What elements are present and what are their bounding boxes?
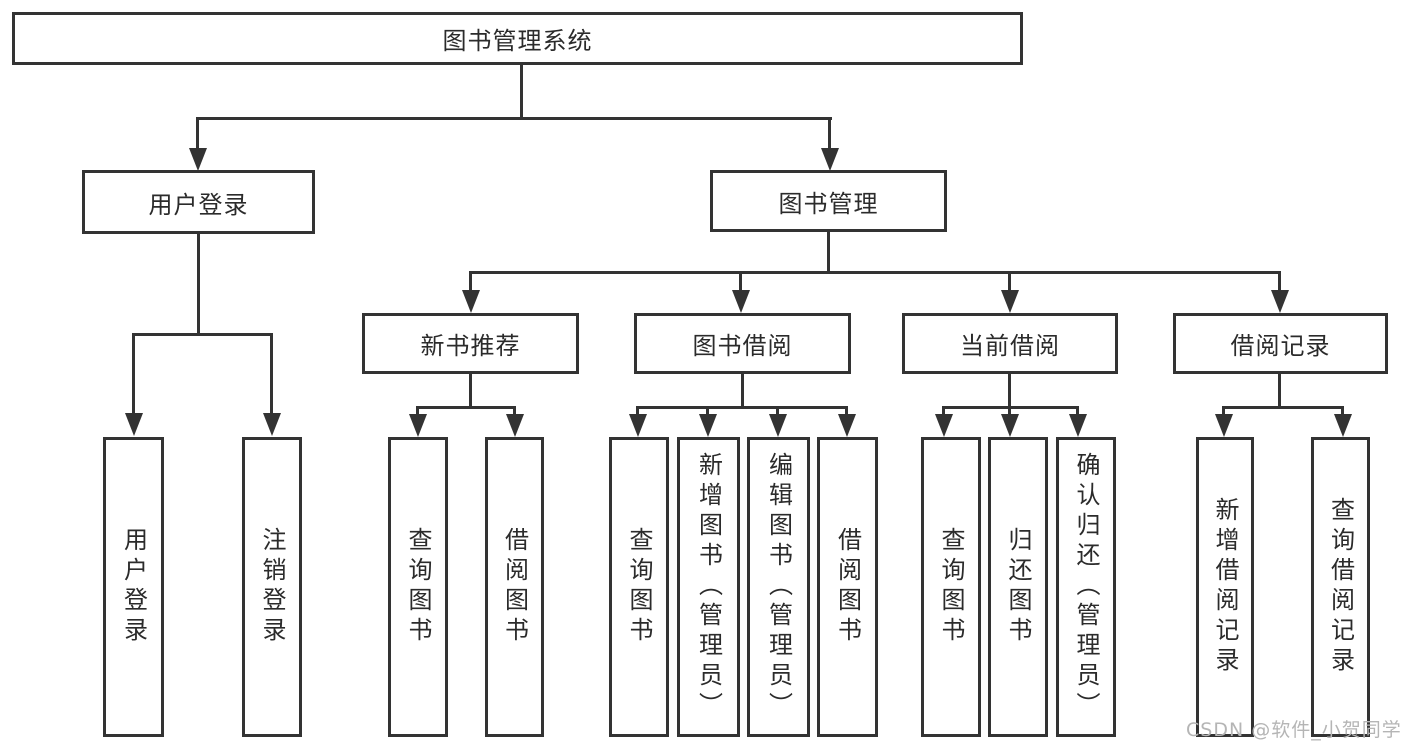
leaf-add-book-admin: 新增图书（管理员）: [677, 437, 740, 737]
connector-line: [132, 333, 273, 336]
connector-arrow-down: [935, 414, 953, 437]
connector-line: [469, 374, 472, 409]
leaf-label: 新增图书（管理员）: [694, 452, 723, 722]
leaf-label: 用户登录: [119, 527, 148, 647]
csdn-watermark: CSDN @软件_小贺同学: [1186, 719, 1402, 741]
connector-arrow-down: [1334, 414, 1352, 437]
connector-line: [1278, 271, 1281, 291]
connector-arrow-down: [699, 414, 717, 437]
connector-line: [636, 406, 639, 416]
leaf-borrow-book-2: 借阅图书: [817, 437, 878, 737]
connector-line: [197, 234, 200, 336]
node-book-borrow: 图书借阅: [634, 313, 851, 374]
connector-arrow-down: [769, 414, 787, 437]
connector-line: [827, 232, 830, 274]
connector-arrow-down: [1271, 290, 1289, 313]
connector-line: [513, 406, 516, 416]
leaf-query-book-1: 查询图书: [388, 437, 448, 737]
leaf-label: 归还图书: [1004, 527, 1032, 647]
leaf-return-book: 归还图书: [988, 437, 1048, 737]
connector-line: [706, 406, 709, 416]
connector-line: [132, 333, 135, 414]
leaf-label: 注销登录: [258, 527, 286, 647]
connector-line: [196, 117, 199, 150]
connector-arrow-down: [838, 414, 856, 437]
connector-line: [469, 271, 1281, 274]
leaf-label: 查询图书: [937, 527, 965, 647]
leaf-label: 查询借阅记录: [1326, 497, 1355, 677]
leaf-label: 新增借阅记录: [1211, 497, 1239, 677]
connector-line: [1222, 406, 1225, 416]
leaf-confirm-return-admin: 确认归还（管理员）: [1056, 437, 1116, 737]
connector-line: [942, 406, 945, 416]
connector-line: [1008, 271, 1011, 291]
leaf-label: 借阅图书: [500, 527, 529, 647]
connector-arrow-down: [1001, 414, 1019, 437]
node-root: 图书管理系统: [12, 12, 1023, 65]
connector-line: [636, 406, 848, 409]
leaf-query-book-2: 查询图书: [609, 437, 669, 737]
leaf-logout: 注销登录: [242, 437, 302, 737]
connector-line: [1341, 406, 1344, 416]
node-book-management: 图书管理: [710, 170, 947, 232]
connector-line: [828, 117, 831, 150]
connector-arrow-down: [629, 414, 647, 437]
node-current-borrow: 当前借阅: [902, 313, 1118, 374]
connector-line: [739, 271, 742, 291]
connector-line: [776, 406, 779, 416]
connector-arrow-down: [506, 414, 524, 437]
connector-line: [416, 406, 516, 409]
leaf-edit-book-admin: 编辑图书（管理员）: [747, 437, 810, 737]
connector-line: [196, 117, 832, 120]
connector-line: [845, 406, 848, 416]
node-new-book-recommend: 新书推荐: [362, 313, 579, 374]
connector-line: [1222, 406, 1344, 409]
connector-arrow-down: [462, 290, 480, 313]
connector-arrow-down: [1001, 290, 1019, 313]
leaf-label: 确认归还（管理员）: [1072, 452, 1100, 722]
connector-arrow-down: [1069, 414, 1087, 437]
connector-line: [1008, 406, 1011, 416]
leaf-query-borrow-record: 查询借阅记录: [1311, 437, 1370, 737]
connector-arrow-down: [263, 413, 281, 436]
leaf-user-login: 用户登录: [103, 437, 164, 737]
connector-line: [520, 65, 523, 119]
connector-arrow-down: [189, 148, 207, 171]
connector-arrow-down: [1215, 414, 1233, 437]
node-borrow-record: 借阅记录: [1173, 313, 1388, 374]
leaf-label: 借阅图书: [833, 527, 862, 647]
connector-line: [1076, 406, 1079, 416]
connector-arrow-down: [821, 148, 839, 171]
connector-line: [1278, 374, 1281, 409]
connector-arrow-down: [125, 413, 143, 436]
leaf-borrow-book-1: 借阅图书: [485, 437, 544, 737]
connector-arrow-down: [409, 414, 427, 437]
connector-arrow-down: [732, 290, 750, 313]
connector-line: [741, 374, 744, 409]
leaf-label: 编辑图书（管理员）: [764, 452, 793, 722]
connector-line: [469, 271, 472, 291]
leaf-query-book-3: 查询图书: [921, 437, 981, 737]
leaf-label: 查询图书: [404, 527, 432, 647]
leaf-add-borrow-record: 新增借阅记录: [1196, 437, 1254, 737]
connector-line: [270, 333, 273, 414]
leaf-label: 查询图书: [625, 527, 653, 647]
node-user-login: 用户登录: [82, 170, 315, 234]
connector-line: [1008, 374, 1011, 409]
connector-line: [416, 406, 419, 416]
